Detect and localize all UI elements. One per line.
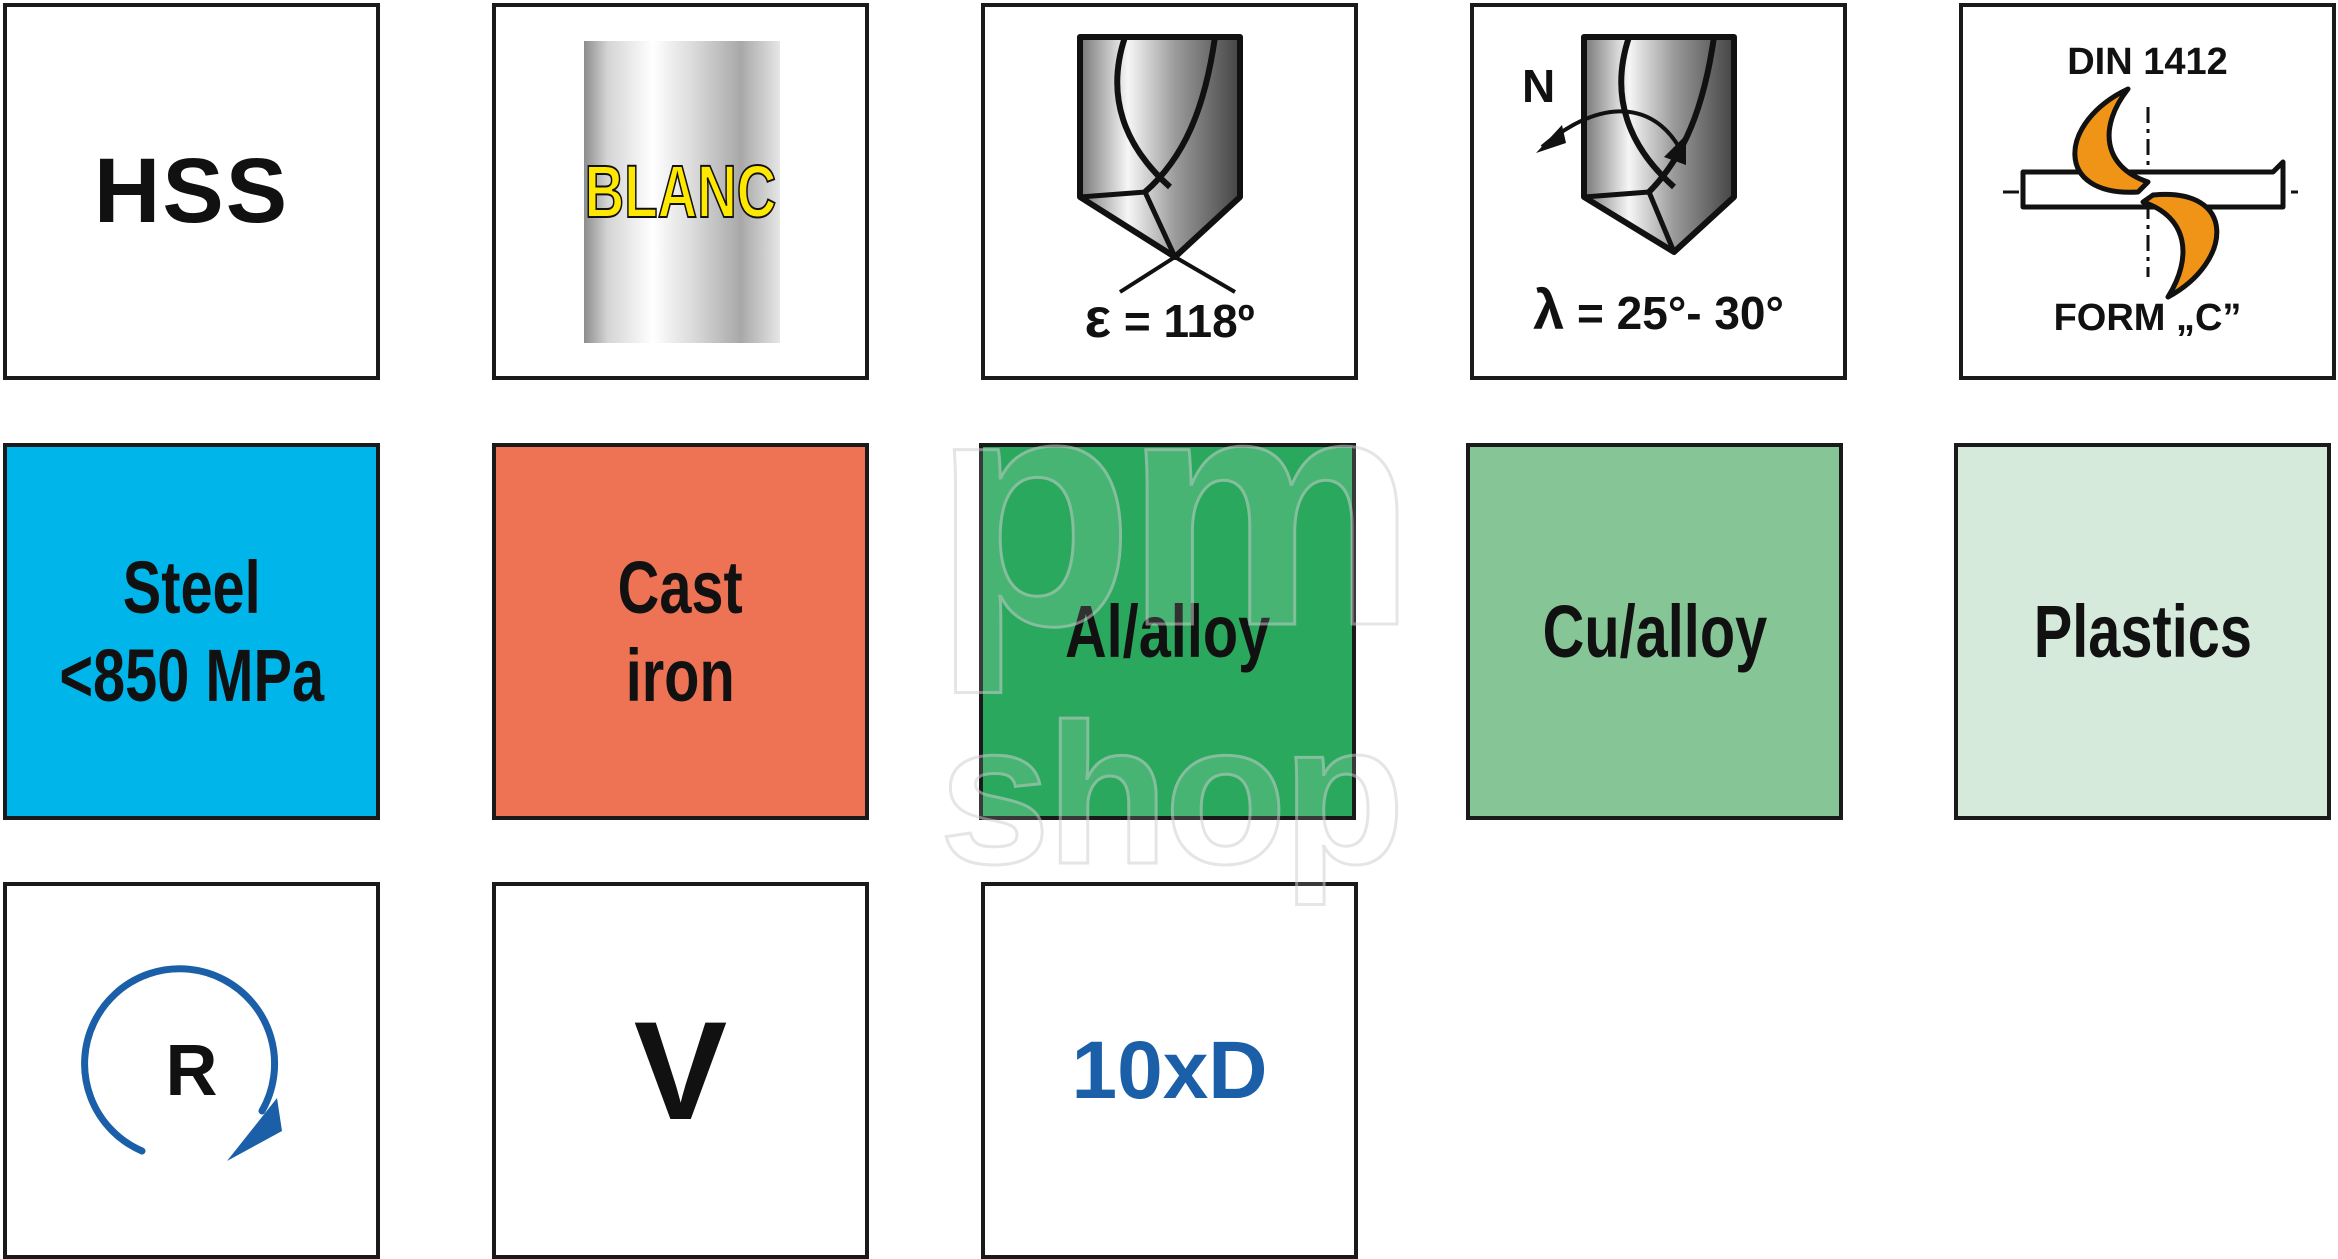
rotation-label: R — [165, 1030, 218, 1111]
tile-rotation-right: R — [3, 882, 380, 1259]
tile-din-1412: DIN 1412 FORM „C” — [1959, 3, 2336, 380]
copper-label: Cu/alloy — [1542, 589, 1767, 673]
tile-material-copper: Cu/alloy — [1466, 443, 1843, 820]
steel-line1: Steel — [122, 545, 261, 629]
helix-angle-text: λ = 25°- 30° — [1474, 277, 1843, 342]
tile-blanc: BLANC — [492, 3, 869, 380]
blanc-label: BLANC — [584, 149, 777, 234]
hss-label: HSS — [93, 140, 290, 242]
lambda-symbol: λ — [1533, 278, 1565, 341]
helix-angle-value: = 25°- 30° — [1564, 287, 1784, 339]
length-label: 10xD — [1071, 1024, 1268, 1116]
tile-shank-v: V — [492, 882, 869, 1259]
tile-helix-angle: N λ = 25°- 30° — [1470, 3, 1847, 380]
tile-hss: HSS — [3, 3, 380, 380]
din-standard-label: DIN 1412 — [2067, 41, 2228, 83]
steel-line2: <850 MPa — [59, 633, 324, 717]
steel-label: Steel <850 MPa — [59, 544, 324, 720]
epsilon-symbol: ε — [1084, 286, 1112, 349]
cylinder-shank-icon — [584, 41, 780, 343]
tile-material-steel: Steel <850 MPa — [3, 443, 380, 820]
tile-material-plastics: Plastics — [1954, 443, 2331, 820]
clockwise-rotation-arrow-icon — [81, 965, 282, 1161]
din-form-label: FORM „C” — [2053, 297, 2242, 339]
drill-helix-angle-icon — [1536, 34, 1737, 255]
shank-v-label: V — [633, 991, 728, 1149]
cast-iron-line1: Cast — [617, 545, 744, 629]
din-form-c-icon — [2003, 86, 2298, 300]
tile-material-cast-iron: Cast iron — [492, 443, 869, 820]
plastics-label: Plastics — [2033, 589, 2252, 673]
drill-point-angle-icon — [1077, 34, 1243, 294]
cast-iron-label: Cast iron — [618, 544, 743, 720]
aluminium-label: Al/alloy — [1064, 589, 1271, 673]
point-angle-value: = 118º — [1111, 295, 1255, 347]
helix-n-label: N — [1522, 60, 1556, 112]
cast-iron-line2: iron — [625, 633, 736, 717]
tile-material-aluminium: Al/alloy — [979, 443, 1356, 820]
tile-length-10xd: 10xD — [981, 882, 1358, 1259]
tile-point-angle: ε = 118º — [981, 3, 1358, 380]
point-angle-text: ε = 118º — [985, 285, 1354, 350]
